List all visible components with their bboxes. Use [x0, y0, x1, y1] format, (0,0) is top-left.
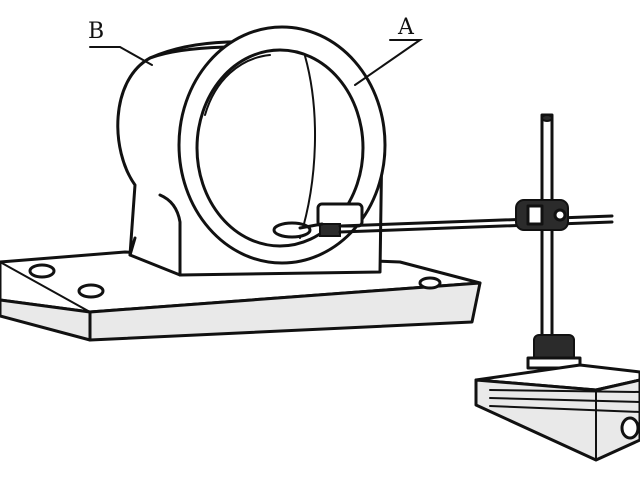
bolt-hole: [418, 276, 442, 290]
bolt-hole: [77, 283, 105, 299]
bolt-hole: [28, 263, 56, 279]
magnetic-stand: [515, 113, 582, 370]
label-b: B: [88, 19, 104, 44]
bearing-ring-a: [177, 25, 387, 265]
leader-lines: [89, 39, 424, 86]
label-a: A: [397, 15, 415, 40]
magnetic-base: [474, 363, 640, 462]
